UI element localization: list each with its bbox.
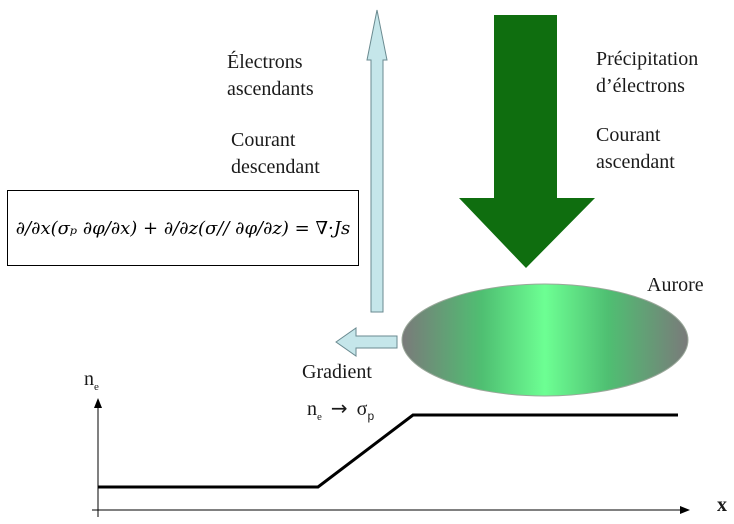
electrons-up-label: Électrons ascendants [227, 49, 314, 103]
current-up-line-1: Courant [596, 124, 661, 146]
aurora-label: Aurore [647, 274, 704, 296]
gradient-label: Gradient [302, 361, 372, 383]
current-down-line-1: Courant [231, 129, 296, 151]
y-axis-sub: e [94, 381, 99, 393]
electrons-up-line-2: ascendants [227, 78, 314, 100]
x-axis-label: x [717, 494, 727, 516]
current-up-line-2: ascendant [596, 151, 675, 173]
gradient-relation: ne → σp [307, 395, 374, 431]
equation: ∂/∂x(σₚ ∂φ/∂x) + ∂/∂z(σ// ∂φ/∂z) = ∇·Js [8, 191, 358, 265]
relation-arrow: → [330, 396, 348, 420]
precipitation-label: Précipitation d’électrons [596, 46, 698, 100]
relation-left: n [307, 398, 317, 420]
current-down-line-2: descendant [231, 156, 320, 178]
y-axis-main: n [84, 368, 94, 390]
current-down-label: Courant descendant [231, 127, 320, 181]
equation-box: ∂/∂x(σₚ ∂φ/∂x) + ∂/∂z(σ// ∂φ/∂z) = ∇·Js [7, 190, 359, 266]
precipitation-down-arrow [459, 15, 595, 268]
electrons-up-line-1: Électrons [227, 51, 303, 73]
gradient-arrow [335, 327, 398, 357]
y-axis-arrowhead [94, 398, 102, 408]
relation-left-sub: e [317, 411, 322, 423]
aurora-ellipse [401, 283, 689, 397]
density-profile-line [98, 413, 678, 489]
electrons-up-arrow [366, 9, 388, 313]
equation-text: ∂/∂x(σₚ ∂φ/∂x) + ∂/∂z(σ// ∂φ/∂z) = ∇·Js [15, 217, 351, 239]
current-up-label: Courant ascendant [596, 122, 675, 176]
precipitation-line-1: Précipitation [596, 48, 699, 70]
relation-right: σ [356, 398, 368, 420]
relation-right-sub: p [367, 409, 375, 423]
x-axis-arrowhead [680, 506, 690, 514]
y-axis-label: ne [84, 366, 99, 401]
precipitation-line-2: d’électrons [596, 75, 685, 97]
